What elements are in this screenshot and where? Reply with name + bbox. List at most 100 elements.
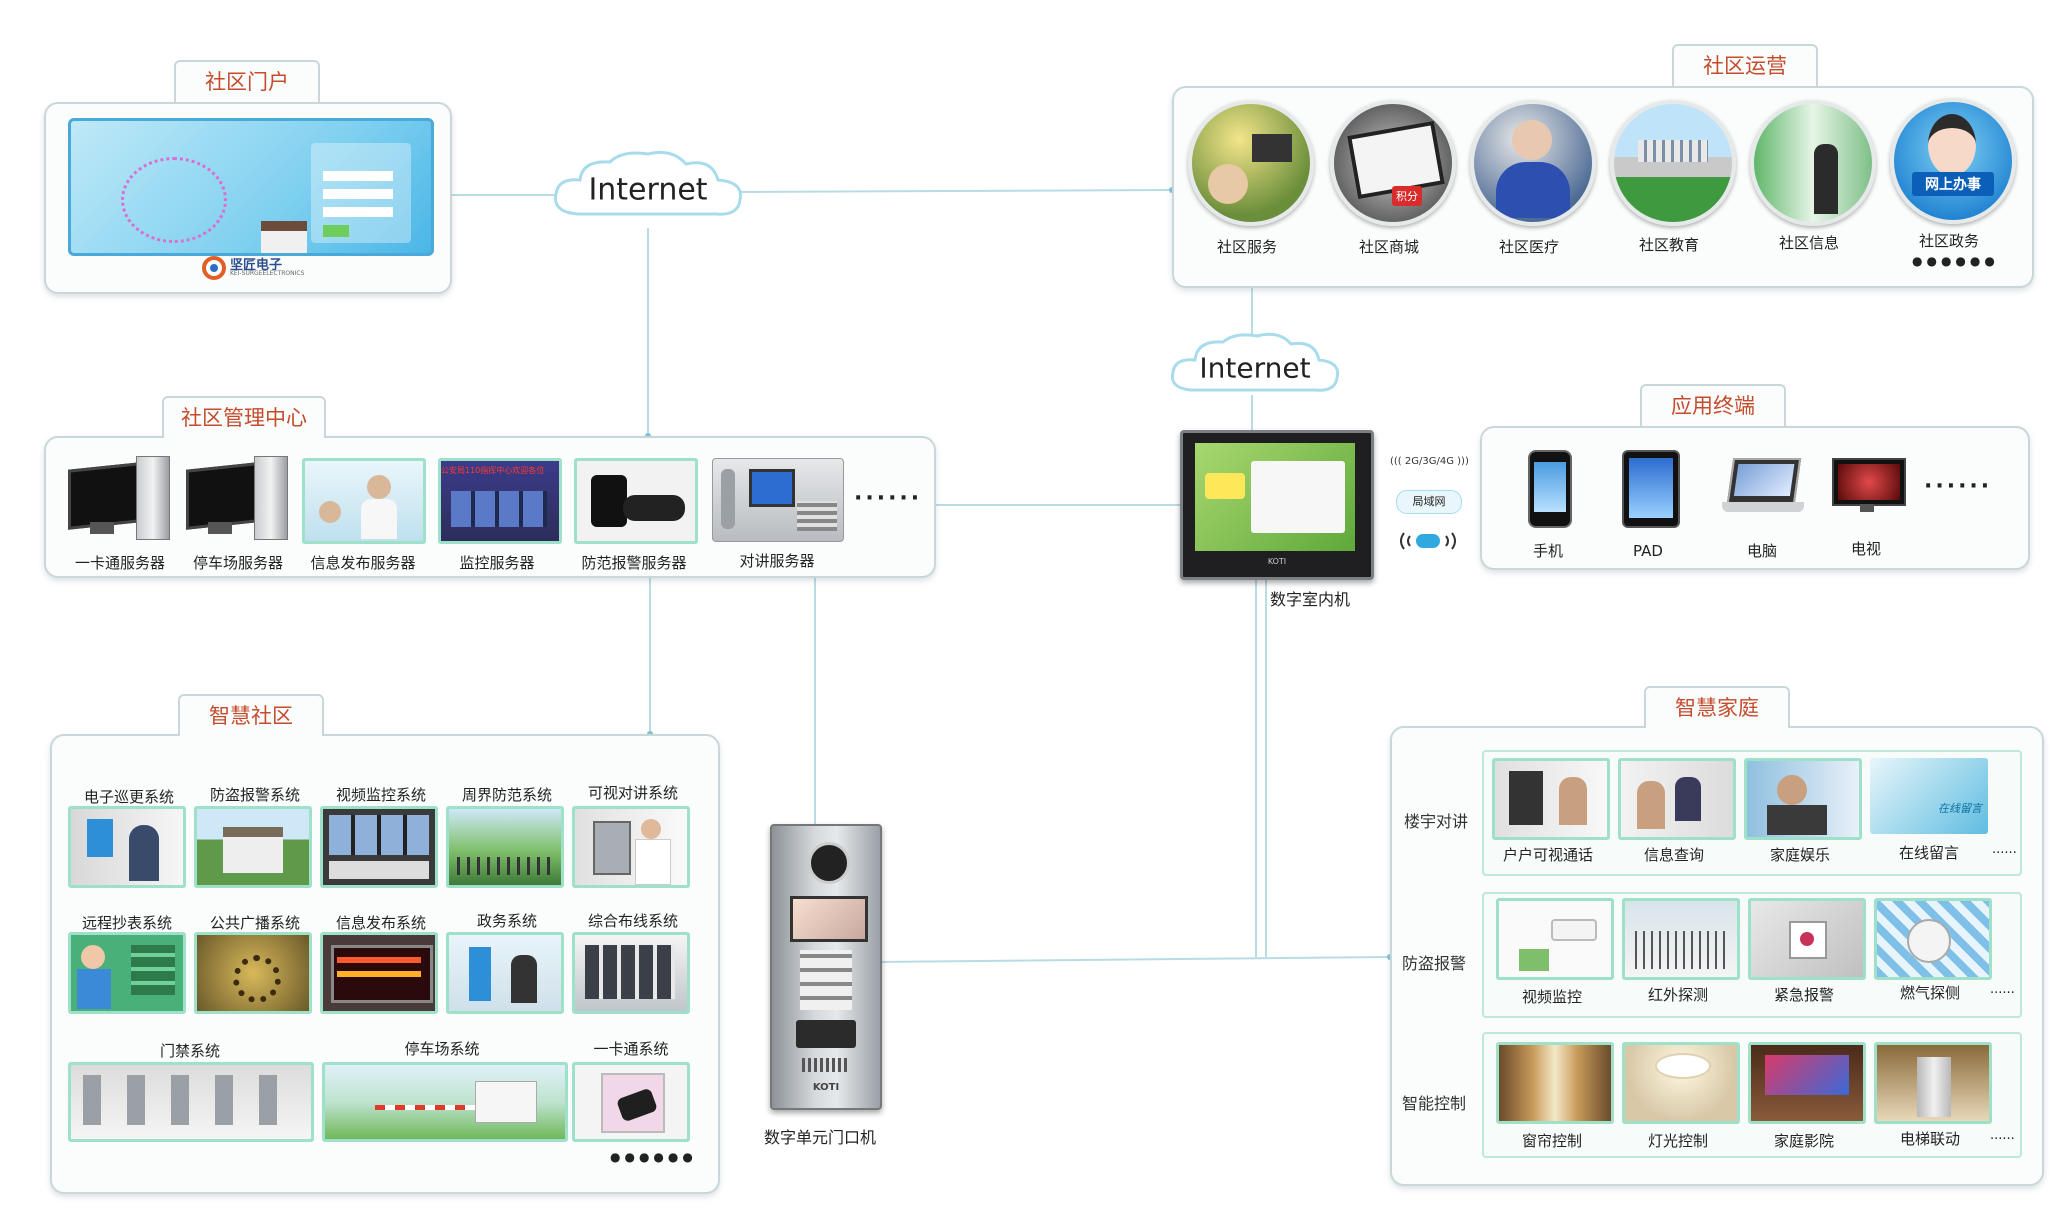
wireless-label: 2G/3G/4G	[1404, 456, 1454, 467]
portal-brand: 坚匠电子 KEI-SURGEELECTRONICS	[202, 254, 322, 284]
door-unit-brand: KOTI	[812, 1082, 840, 1093]
op-img-mall: 积分	[1330, 100, 1456, 226]
wire-door-home	[879, 956, 1391, 963]
card-reader	[796, 1020, 856, 1048]
op-img-service	[1188, 100, 1314, 226]
home-img-curtain	[1496, 1042, 1614, 1124]
home-img-message: 在线留言	[1870, 758, 1988, 834]
government-system-image	[446, 932, 564, 1014]
mgmt-label: 监控服务器	[459, 554, 535, 572]
system-label: 信息发布系统	[335, 914, 426, 932]
system-label: 政务系统	[476, 912, 537, 930]
internet-cloud-mid: Internet	[1165, 330, 1345, 406]
brand-name: 坚匠电子	[230, 258, 283, 273]
management-tab: 社区管理中心	[162, 396, 326, 438]
card-system-image	[572, 1062, 690, 1142]
system-label: 视频监控系统	[335, 786, 426, 804]
portal-screenshot	[68, 118, 434, 256]
points-badge: 积分	[1392, 186, 1422, 206]
home-section-alarm: 视频监控 红外探测 紧急报警 燃气探侧 ......	[1482, 892, 2022, 1018]
home-label: 户户可视通话	[1502, 846, 1593, 864]
speaker-grille	[802, 1058, 850, 1072]
op-img-medical	[1470, 100, 1596, 226]
system-label: 停车场系统	[404, 1040, 480, 1058]
system-label: 一卡通系统	[593, 1040, 669, 1058]
cloud-icon	[1170, 332, 1340, 392]
home-img-entertainment	[1744, 758, 1862, 840]
operations-tab: 社区运营	[1672, 44, 1818, 86]
internet-label: Internet	[588, 172, 708, 208]
more-dots: ●●●●●●	[610, 1150, 697, 1164]
info-server-image	[302, 458, 426, 544]
home-label: 电梯联动	[1899, 1130, 1960, 1148]
indoor-brand: KOTI	[1267, 557, 1287, 566]
operations-panel: 积分 网上办事 社区服务 社区商城 社区医疗 社区教育 社区信息 社区政务 ●●…	[1172, 86, 2034, 288]
system-label: 可视对讲系统	[587, 784, 678, 802]
home-label: 紧急报警	[1773, 986, 1834, 1004]
home-label: 家庭娱乐	[1769, 846, 1830, 864]
terminals-panel: ······ 手机 PAD 电脑 电视	[1480, 426, 2030, 570]
op-img-info	[1750, 100, 1876, 226]
more-dots: ······	[1924, 474, 1993, 499]
mgmt-label: 停车场服务器	[192, 554, 283, 572]
patrol-system-image	[68, 806, 186, 888]
parking-system-image	[322, 1062, 568, 1142]
mgmt-label: 一卡通服务器	[74, 554, 165, 572]
home-section-title: 防盗报警	[1402, 954, 1467, 973]
server-icon	[68, 456, 172, 542]
op-label: 社区医疗	[1498, 238, 1559, 256]
home-img-emergency	[1748, 898, 1866, 980]
message-badge: 在线留言	[1938, 802, 1982, 815]
cloud-icon	[553, 150, 743, 216]
system-label: 门禁系统	[159, 1042, 220, 1060]
home-label: 红外探测	[1647, 986, 1708, 1004]
alarm-server-image	[574, 458, 698, 544]
system-label: 周界防范系统	[461, 786, 552, 804]
smart-community-panel: 电子巡更系统 防盗报警系统 视频监控系统 周界防范系统 可视对讲系统 远程抄表系…	[50, 734, 720, 1194]
indoor-unit-label: 数字室内机	[1270, 590, 1351, 609]
home-section-intercom: 在线留言 户户可视通话 信息查询 家庭娱乐 在线留言 ......	[1482, 750, 2022, 876]
home-section-title: 智能控制	[1402, 1094, 1467, 1113]
video-intercom-image	[572, 806, 690, 888]
public-broadcast-image	[194, 932, 312, 1014]
access-control-image	[68, 1062, 314, 1142]
burglar-alarm-image	[194, 806, 312, 888]
mgmt-label: 信息发布服务器	[310, 554, 416, 572]
home-img-theater	[1748, 1042, 1866, 1124]
online-service-badge: 网上办事	[1912, 172, 1994, 196]
lan-badge: 局域网	[1396, 490, 1462, 514]
smart-home-panel: 楼宇对讲 在线留言 户户可视通话 信息查询 家庭娱乐 在线留言 ...... 防…	[1390, 726, 2044, 1186]
laptop-icon	[1722, 458, 1804, 518]
system-label: 综合布线系统	[587, 912, 678, 930]
home-img-info-query	[1618, 758, 1736, 840]
camera-icon	[808, 842, 850, 884]
intercom-server-image	[712, 458, 844, 542]
system-label: 公共广播系统	[209, 914, 300, 932]
portal-tab: 社区门户	[174, 60, 320, 102]
op-label: 社区政务	[1918, 232, 1979, 250]
home-section-title: 楼宇对讲	[1404, 812, 1469, 831]
system-label: 电子巡更系统	[83, 788, 174, 806]
home-img-elevator	[1874, 1042, 1992, 1124]
door-unit: KOTI	[770, 824, 882, 1110]
home-section-control: 窗帘控制 灯光控制 家庭影院 电梯联动 ......	[1482, 1032, 2022, 1158]
video-surveillance-image	[320, 806, 438, 888]
door-unit-label: 数字单元门口机	[764, 1128, 877, 1147]
tablet-icon	[1622, 450, 1680, 528]
home-label: 窗帘控制	[1521, 1132, 1582, 1150]
home-img-gas	[1874, 898, 1992, 980]
internet-cloud-top: Internet	[548, 148, 748, 232]
op-label: 社区服务	[1216, 238, 1277, 256]
home-img-video-monitor	[1496, 898, 1614, 980]
wire-internet-operations	[739, 189, 1173, 193]
server-icon	[186, 456, 290, 542]
phone-icon	[1528, 450, 1572, 528]
brand-logo-icon	[202, 256, 226, 280]
more-dots: ······	[854, 486, 923, 511]
mgmt-label: 防范报警服务器	[581, 554, 687, 572]
wifi-signal-icon	[1398, 530, 1458, 552]
home-img-infrared	[1622, 898, 1740, 980]
indoor-unit: KOTI	[1180, 430, 1374, 580]
door-unit-screen	[790, 896, 868, 942]
indoor-unit-screen	[1195, 443, 1355, 551]
